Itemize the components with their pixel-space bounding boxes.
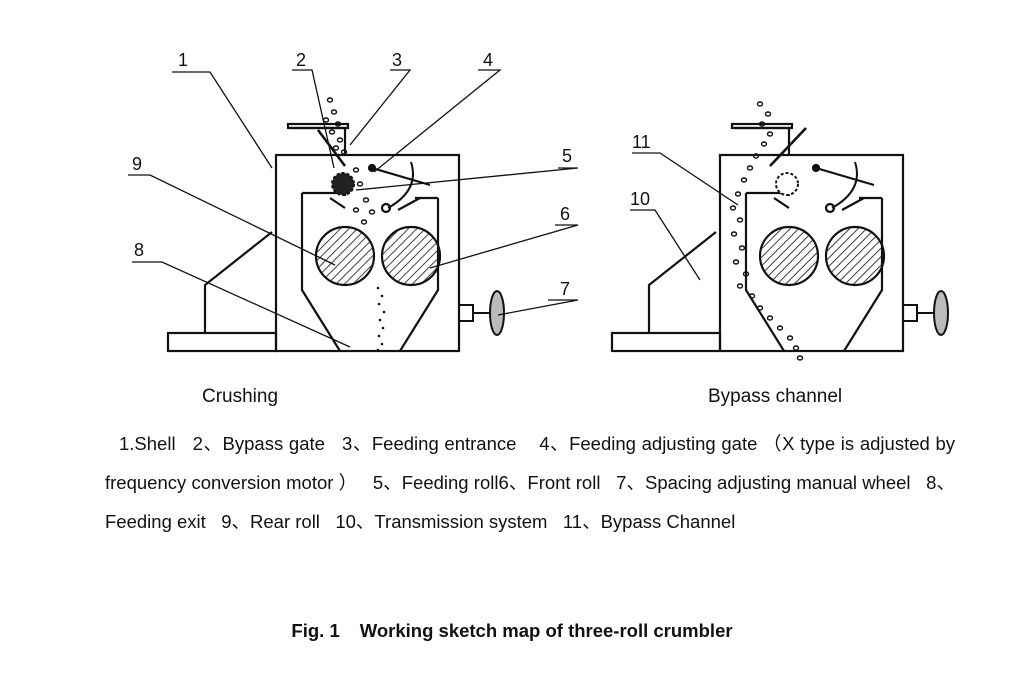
rear-roll bbox=[314, 225, 376, 287]
feeding-roll-right bbox=[775, 172, 799, 196]
leader-lines-left bbox=[128, 69, 579, 348]
callout-9: 9 bbox=[132, 154, 142, 174]
crumbler-sketch: 1 2 3 4 5 6 7 8 9 bbox=[128, 50, 949, 361]
legend-item-9: 9、Rear roll bbox=[221, 511, 320, 532]
front-roll bbox=[380, 225, 442, 287]
callout-3: 3 bbox=[392, 50, 402, 70]
callout-5: 5 bbox=[562, 146, 572, 166]
manual-wheel-icon bbox=[458, 290, 505, 336]
bypass-material-right bbox=[729, 101, 804, 361]
callout-2: 2 bbox=[296, 50, 306, 70]
legend-item-7: 7、Spacing adjusting manual wheel bbox=[616, 472, 911, 493]
legend-item-8: 8、Feeding exit bbox=[105, 472, 956, 532]
legend-item-3: 3、Feeding entrance bbox=[341, 433, 517, 454]
legend-item-2: 2、Bypass gate bbox=[192, 433, 325, 454]
manual-wheel-icon-right bbox=[902, 290, 949, 336]
material-particles-left bbox=[322, 97, 376, 225]
callout-10: 10 bbox=[630, 189, 650, 209]
legend-item-1: 1.Shell bbox=[119, 433, 176, 454]
figure-caption: Fig. 1 Working sketch map of three-roll c… bbox=[0, 620, 1024, 642]
legend-item-11: 11、Bypass Channel bbox=[562, 511, 736, 532]
callout-11: 11 bbox=[632, 132, 651, 152]
right-diagram-label: Bypass channel bbox=[708, 386, 843, 407]
crushed-material-left bbox=[376, 286, 386, 352]
legend-item-5: 5、Feeding roll bbox=[372, 472, 499, 493]
figure-number: Fig. 1 bbox=[291, 620, 340, 641]
callout-4: 4 bbox=[483, 50, 493, 70]
legend-item-6: 6、Front roll bbox=[498, 472, 601, 493]
figure-title: Working sketch map of three-roll crumble… bbox=[359, 620, 733, 641]
callout-7: 7 bbox=[560, 279, 570, 299]
left-machine bbox=[166, 122, 461, 353]
legend-item-10: 10、Transmission system bbox=[335, 511, 548, 532]
callout-6: 6 bbox=[560, 204, 570, 224]
front-roll-right bbox=[824, 225, 886, 287]
legend-item-4: 4、Feeding adjusting gate （X type is adju… bbox=[105, 433, 956, 493]
feeding-roll bbox=[331, 172, 355, 196]
callout-8: 8 bbox=[134, 240, 144, 260]
rear-roll-right bbox=[758, 225, 820, 287]
left-diagram-label: Crushing bbox=[202, 386, 279, 407]
legend: 1.Shell 2、Bypass gate 3、Feeding entrance… bbox=[105, 424, 955, 541]
leader-lines-right bbox=[630, 152, 739, 281]
callout-1: 1 bbox=[178, 50, 188, 70]
